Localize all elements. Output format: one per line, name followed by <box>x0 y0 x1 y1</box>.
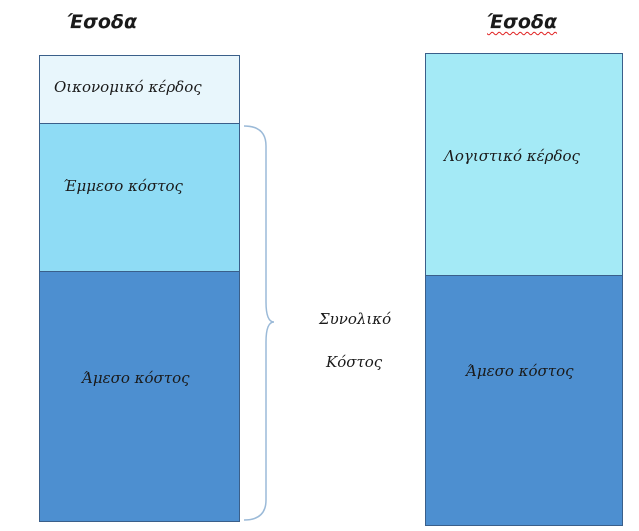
left-revenue-heading: Έσοδα <box>67 11 138 33</box>
direct-cost-block-left <box>39 271 240 522</box>
direct-cost-label-right: Άμεσο κόστος <box>466 362 574 380</box>
total-cost-label-line2: Κόστος <box>326 353 383 371</box>
indirect-cost-block <box>39 123 240 272</box>
total-cost-label-line1: Συνολικό <box>319 310 392 328</box>
curly-brace <box>243 125 274 521</box>
economic-profit-block <box>39 55 240 124</box>
direct-cost-label-left: Άμεσο κόστος <box>82 369 190 387</box>
indirect-cost-label: Έμμεσο κόστος <box>63 177 183 195</box>
accounting-profit-label: Λογιστικό κέρδος <box>444 147 580 165</box>
accounting-profit-block <box>425 53 623 276</box>
right-revenue-heading-text: Έσοδα <box>487 11 558 33</box>
economic-profit-label: Οικονομικό κέρδος <box>54 78 202 96</box>
direct-cost-block-right <box>425 275 623 526</box>
right-revenue-heading: Έσοδα <box>487 11 557 33</box>
